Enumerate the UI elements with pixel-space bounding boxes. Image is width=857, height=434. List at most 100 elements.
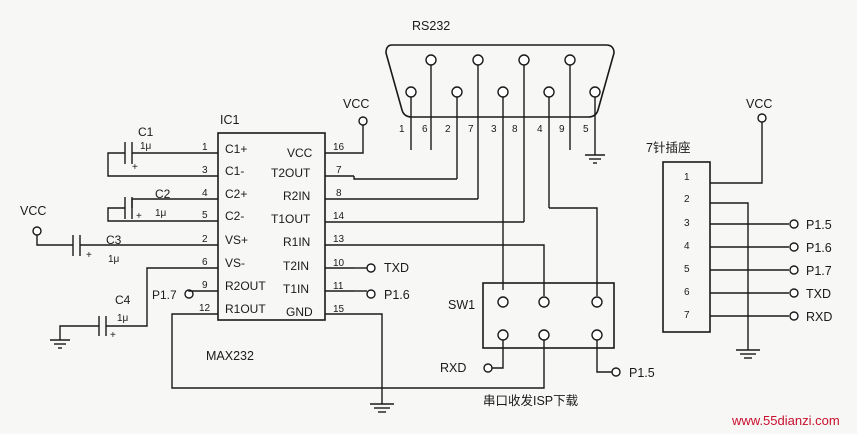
capacitor-c1: C1 1μ + xyxy=(107,125,196,177)
p15-sw-terminal xyxy=(611,367,621,377)
vcc-header-terminal xyxy=(757,113,767,123)
ic-body xyxy=(217,132,326,321)
vcc-header-label: VCC xyxy=(746,97,772,111)
ic-pin-num-15: 15 xyxy=(333,304,345,315)
ic-pin-num-1: 1 xyxy=(202,142,208,153)
c2-polarity: + xyxy=(136,211,142,222)
ic-pin-num-2: 2 xyxy=(202,234,208,245)
capacitor-c3: VCC C3 1μ + xyxy=(20,204,196,265)
ic-pin-num-14: 14 xyxy=(333,211,345,222)
net-txd-p16-ic: TXD P1.6 xyxy=(354,261,410,302)
c1-polarity: + xyxy=(132,162,138,173)
ic-pin-num-4: 4 xyxy=(202,188,208,199)
net-gnd xyxy=(354,313,394,413)
p16-ic-label: P1.6 xyxy=(384,288,410,302)
capacitor-c2: C2 1μ + xyxy=(107,187,196,222)
net-vcc-pin16: VCC xyxy=(325,97,369,154)
db9-pin-7: 7 xyxy=(468,124,474,135)
ic-max232: IC1 MAX232 C1+ C1- C2+ C2- VS+ VS- R2OUT… xyxy=(199,113,345,363)
sw1-caption: 串口收发ISP下载 xyxy=(483,393,579,408)
db9-shell xyxy=(385,44,615,118)
c3-ref: C3 xyxy=(106,233,122,247)
header-7pin: 7针插座 1 2 3 4 5 6 7 VCC P1.5 P1.6 P1.7 TX… xyxy=(646,97,832,359)
rxd-sw-label: RXD xyxy=(440,361,466,375)
net-t2out xyxy=(353,176,457,180)
ic-pin-name-t2in: T2IN xyxy=(283,259,309,273)
ic-part: MAX232 xyxy=(206,349,254,363)
ic-pin-name-gnd: GND xyxy=(286,305,313,319)
p16-ic-terminal xyxy=(366,289,376,299)
header-sig-p16: P1.6 xyxy=(806,241,832,255)
c3-value: 1μ xyxy=(108,254,120,265)
watermark: www.55dianzi.com xyxy=(731,413,840,428)
ic-pin-name-r2out: R2OUT xyxy=(225,279,266,293)
c2-value: 1μ xyxy=(155,208,167,219)
ic-pin-num-6: 6 xyxy=(202,257,208,268)
db9-pin-5: 5 xyxy=(583,124,589,135)
header-pin-7: 7 xyxy=(684,310,690,321)
net-r1in xyxy=(354,244,545,296)
header-sig-rxd: RXD xyxy=(806,310,832,324)
c4-ref: C4 xyxy=(115,293,131,307)
sw1-body xyxy=(482,282,615,349)
db9-pin-6: 6 xyxy=(422,124,428,135)
header-pin-2: 2 xyxy=(684,194,690,205)
ic-pin-num-12: 12 xyxy=(199,303,211,314)
ic-pin-name-t1out: T1OUT xyxy=(271,212,311,226)
ic-pin-num-9: 9 xyxy=(202,280,208,291)
txd-ic-label: TXD xyxy=(384,261,409,275)
header-pin-1: 1 xyxy=(684,172,690,183)
db9-pin-2: 2 xyxy=(445,124,451,135)
ic-pin-name-r1in: R1IN xyxy=(283,235,310,249)
c4-polarity: + xyxy=(110,330,116,341)
net-db9-4 xyxy=(549,207,598,296)
ic-pin-name-r2in: R2IN xyxy=(283,189,310,203)
c1-ref: C1 xyxy=(138,125,154,139)
ic-pin-name-r1out: R1OUT xyxy=(225,302,266,316)
header-pin-4: 4 xyxy=(684,241,690,252)
ic-pin-name-t2out: T2OUT xyxy=(271,166,311,180)
ic-pin-num-13: 13 xyxy=(333,234,345,245)
header-sig-txd: TXD xyxy=(806,287,831,301)
txd-ic-terminal xyxy=(366,263,376,273)
p15-sw-label: P1.5 xyxy=(629,366,655,380)
vcc-left-terminal xyxy=(32,226,42,236)
p17-left-label: P1.7 xyxy=(152,288,177,302)
ic-pin-name-c1p: C1+ xyxy=(225,142,247,156)
ic-pin-name-t1in: T1IN xyxy=(283,282,309,296)
header-pin-6: 6 xyxy=(684,287,690,298)
capacitor-c4: C4 1μ + xyxy=(50,267,196,349)
vcc-ic-label: VCC xyxy=(343,97,369,111)
rs232-connector: RS232 1 6 2 7 3 8 4 9 5 xyxy=(385,19,615,290)
db9-pin-1: 1 xyxy=(399,124,405,135)
rs232-label: RS232 xyxy=(412,19,450,33)
ic-pin-num-10: 10 xyxy=(333,258,345,269)
sw1-ref: SW1 xyxy=(448,298,475,312)
c2-ref: C2 xyxy=(155,187,171,201)
ic-pin-num-16: 16 xyxy=(333,142,345,153)
c4-value: 1μ xyxy=(117,313,129,324)
ic-pin-name-c1m: C1- xyxy=(225,164,244,178)
ic-pin-num-5: 5 xyxy=(202,210,208,221)
rxd-sw-terminal xyxy=(483,363,493,373)
ic-pin-num-11: 11 xyxy=(333,281,344,292)
switch-sw1[interactable]: SW1 RXD P1.5 串口收发ISP下载 xyxy=(440,282,655,408)
db9-pin-9: 9 xyxy=(559,124,565,135)
db9-pin-4: 4 xyxy=(537,124,543,135)
c1-value: 1μ xyxy=(140,141,152,152)
ic-pin-num-3: 3 xyxy=(202,165,208,176)
header-sig-p15: P1.5 xyxy=(806,218,832,232)
ic-pin-num-7: 7 xyxy=(336,165,342,176)
net-r1out xyxy=(171,313,545,389)
c3-polarity: + xyxy=(86,250,92,261)
ic-pin-name-vsp: VS+ xyxy=(225,233,248,247)
ic-pin-name-vcc: VCC xyxy=(287,146,313,160)
header-sig-p17: P1.7 xyxy=(806,264,832,278)
header-pin-5: 5 xyxy=(684,264,690,275)
db9-pin-8: 8 xyxy=(512,124,518,135)
vcc-ic-terminal xyxy=(358,116,368,126)
net-p17-r2out: P1.7 xyxy=(152,288,196,302)
ic-left-leads xyxy=(196,152,218,315)
